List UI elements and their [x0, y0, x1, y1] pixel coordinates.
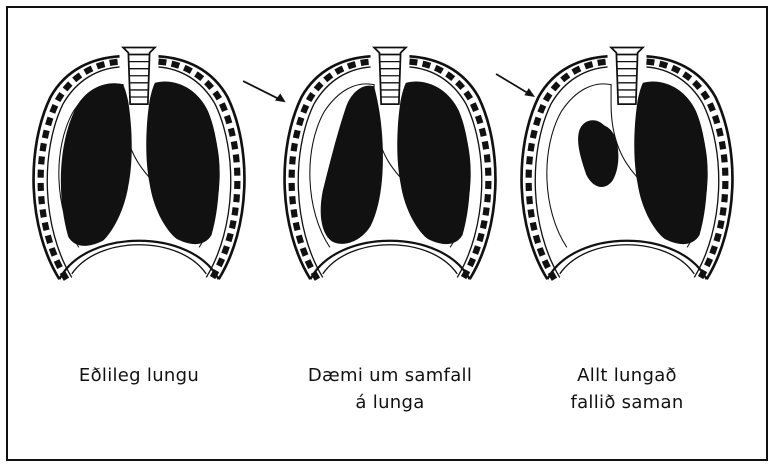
right-lung: [397, 82, 470, 245]
caption-line: Allt lungað: [512, 362, 742, 389]
figure-partial-collapse: [275, 36, 505, 296]
caption-line: Eðlileg lungu: [24, 362, 254, 389]
left-lung-partially-collapsed: [321, 86, 383, 244]
caption-partial-collapse: Dæmi um samfall á lunga: [275, 362, 505, 416]
caption-complete-collapse: Allt lungað fallið saman: [512, 362, 742, 416]
caption-normal: Eðlileg lungu: [24, 362, 254, 389]
left-lung: [61, 83, 132, 246]
caption-line: Dæmi um samfall: [275, 362, 505, 389]
right-lung: [146, 82, 219, 245]
caption-line: á lunga: [275, 389, 505, 416]
figure-normal-lungs: [24, 36, 254, 296]
right-lung: [634, 82, 707, 245]
figure-complete-collapse: [512, 36, 742, 296]
caption-line: fallið saman: [512, 389, 742, 416]
collapsed-left-lung: [578, 120, 618, 187]
